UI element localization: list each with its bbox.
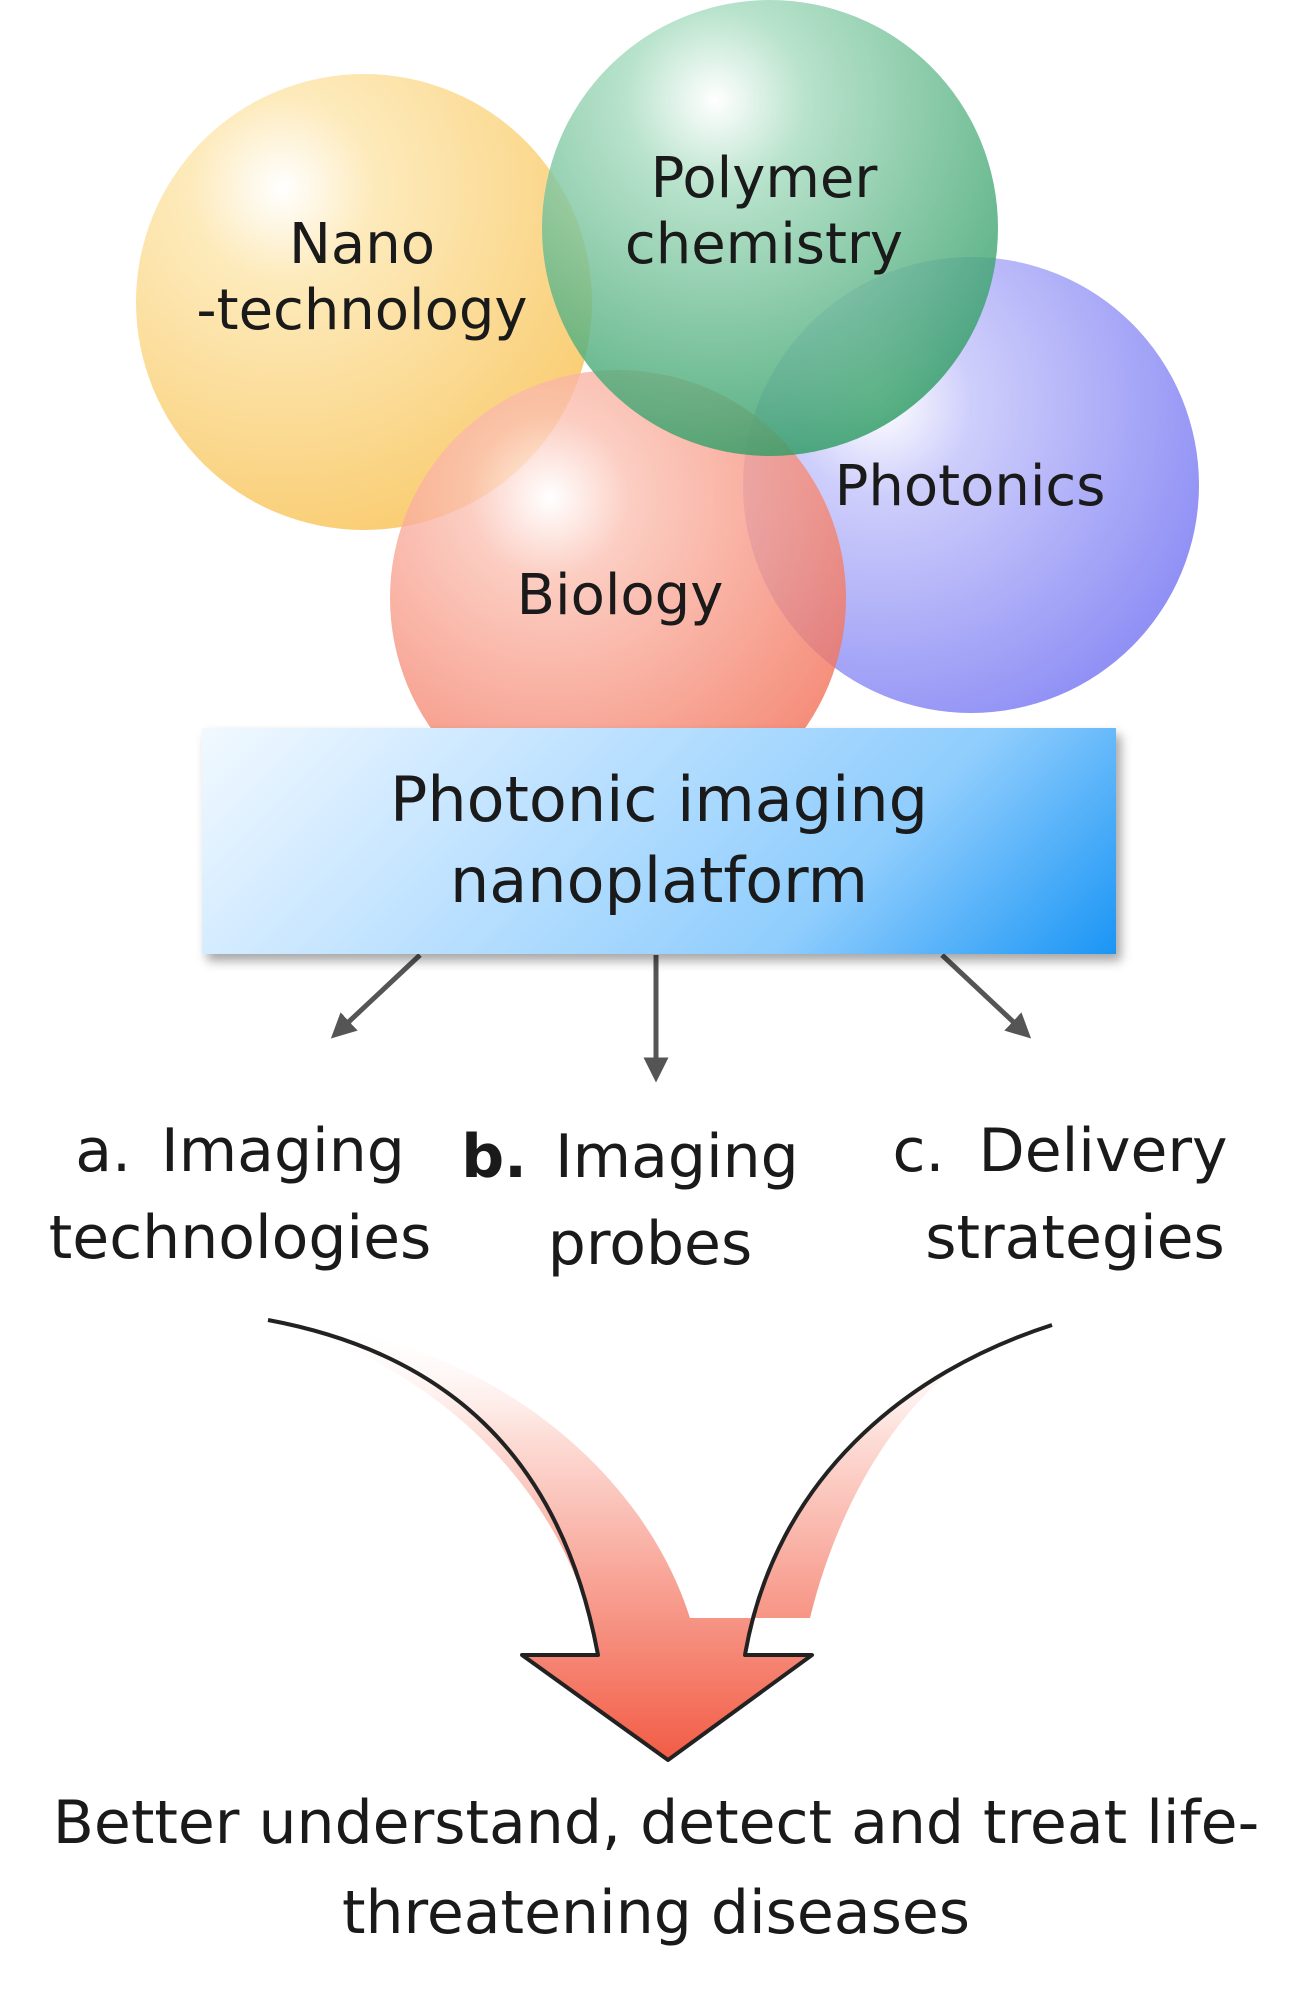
label-polymer-chemistry: Polymer chemistry <box>584 146 944 278</box>
item-c-marker: c. <box>892 1116 945 1186</box>
platform-title-line1: Photonic imaging <box>389 763 929 837</box>
funnel-arrow <box>268 1320 1052 1760</box>
item-c-line2: strategies <box>925 1203 1225 1273</box>
label-nanotechnology: Nano -technology <box>180 212 544 344</box>
conclusion-text: Better understand, detect and treat life… <box>0 1778 1312 1958</box>
item-a: a. Imaging technologies <box>20 1108 460 1282</box>
arrow-to-item-c <box>940 953 1032 1039</box>
label-photonics: Photonics <box>810 454 1130 520</box>
circle-nanotechnology <box>136 74 592 530</box>
item-a-line2: technologies <box>48 1203 432 1273</box>
label-nanotechnology-line1: Nano <box>289 212 435 277</box>
label-biology: Biology <box>470 563 770 629</box>
platform-title: Photonic imaging nanoplatform <box>390 760 928 921</box>
item-c: c. Delivery strategies <box>830 1108 1290 1282</box>
circle-polymer-chemistry <box>542 0 998 456</box>
platform-box: Photonic imaging nanoplatform <box>202 728 1116 954</box>
conclusion-line1: Better understand, detect and treat life… <box>52 1788 1260 1858</box>
conclusion-line2: threatening diseases <box>341 1878 971 1948</box>
item-a-line1: Imaging <box>161 1116 405 1186</box>
circle-biology <box>390 370 846 826</box>
arrow-to-item-a <box>330 953 422 1039</box>
label-polymer-line1: Polymer <box>650 146 878 211</box>
label-nanotechnology-line2: -technology <box>196 278 528 344</box>
item-b: b. Imaging probes <box>450 1114 810 1288</box>
label-polymer-line2: chemistry <box>624 212 904 278</box>
item-b-line1: Imaging <box>554 1122 799 1192</box>
label-photonics-line1: Photonics <box>834 454 1106 519</box>
funnel-arrow-outline <box>267 1318 1053 1762</box>
item-c-line1: Delivery <box>978 1116 1228 1186</box>
platform-title-line2: nanoplatform <box>450 844 868 917</box>
label-biology-line1: Biology <box>516 563 724 628</box>
item-a-marker: a. <box>75 1116 132 1186</box>
item-b-marker: b. <box>461 1122 527 1192</box>
item-b-line2: probes <box>547 1209 753 1279</box>
